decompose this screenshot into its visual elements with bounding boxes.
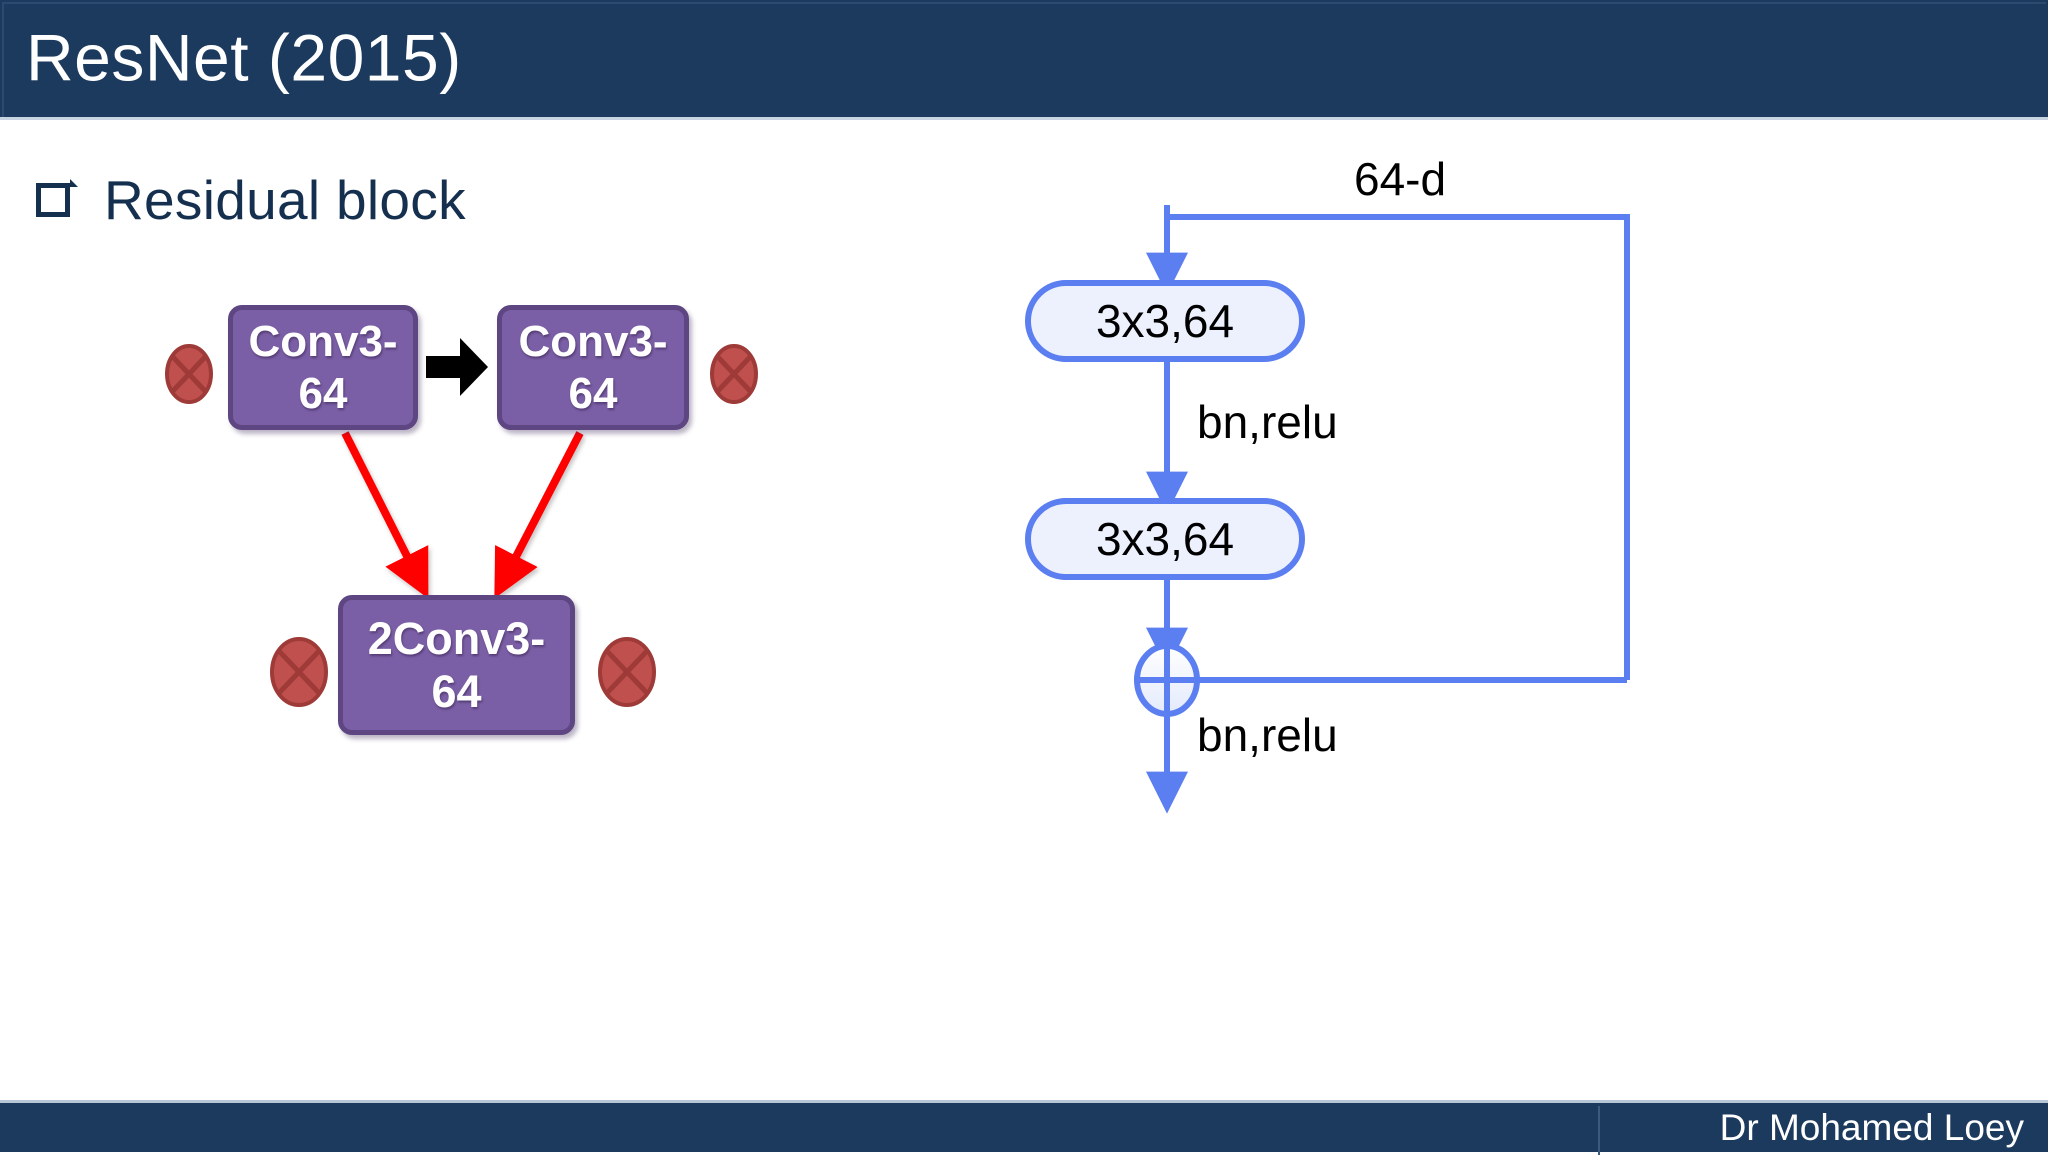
conv-box-a-label: Conv3-64 <box>248 316 398 418</box>
hollow-square-bullet-icon <box>36 179 78 221</box>
conv-box-b: Conv3-64 <box>497 305 689 430</box>
x-mark-icon <box>270 637 328 707</box>
x-mark-icon <box>598 637 656 707</box>
input-dimension-label: 64-d <box>1354 153 1447 205</box>
conv-decomposition-diagram: Conv3-64 Conv3-64 2Conv3-64 <box>0 230 1000 1020</box>
two-conv-box: 2Conv3-64 <box>338 595 575 735</box>
slide-title-bar: ResNet (2015) <box>0 0 2048 120</box>
right-block-arrow-icon <box>426 338 488 396</box>
bnrelu-label-1: bn,relu <box>1197 396 1338 448</box>
residual-block-diagram: 3x3,64 3x3,64 64-d bn,relu bn,relu <box>1000 120 2048 1060</box>
residual-connector-lines <box>1134 205 1630 814</box>
footer-author-label: Dr Mohamed Loey <box>1719 1106 2024 1148</box>
skip-connection-path <box>1167 214 1630 680</box>
page-title: ResNet (2015) <box>26 19 462 94</box>
red-arrow-left <box>341 431 429 599</box>
circled-plus-icon <box>1134 643 1200 717</box>
x-mark-icon <box>165 344 213 404</box>
bnrelu-label-2: bn,relu <box>1197 709 1338 761</box>
conv-box-b-label: Conv3-64 <box>518 316 668 418</box>
residual-conv2-box: 3x3,64 <box>1025 498 1305 580</box>
red-arrow-group <box>341 431 584 599</box>
residual-conv1-label: 3x3,64 <box>1095 295 1235 347</box>
residual-conv2-label: 3x3,64 <box>1095 513 1235 565</box>
section-heading-label: Residual block <box>104 169 466 231</box>
residual-conv1-box: 3x3,64 <box>1025 280 1305 362</box>
section-heading: Residual block <box>36 168 466 232</box>
two-conv-box-label: 2Conv3-64 <box>367 612 546 717</box>
x-mark-icon <box>710 344 758 404</box>
conv-box-a: Conv3-64 <box>228 305 418 430</box>
footer-divider <box>1598 1106 1600 1155</box>
red-arrow-right <box>494 431 584 599</box>
slide-footer-bar: Dr Mohamed Loey <box>0 1100 2048 1155</box>
